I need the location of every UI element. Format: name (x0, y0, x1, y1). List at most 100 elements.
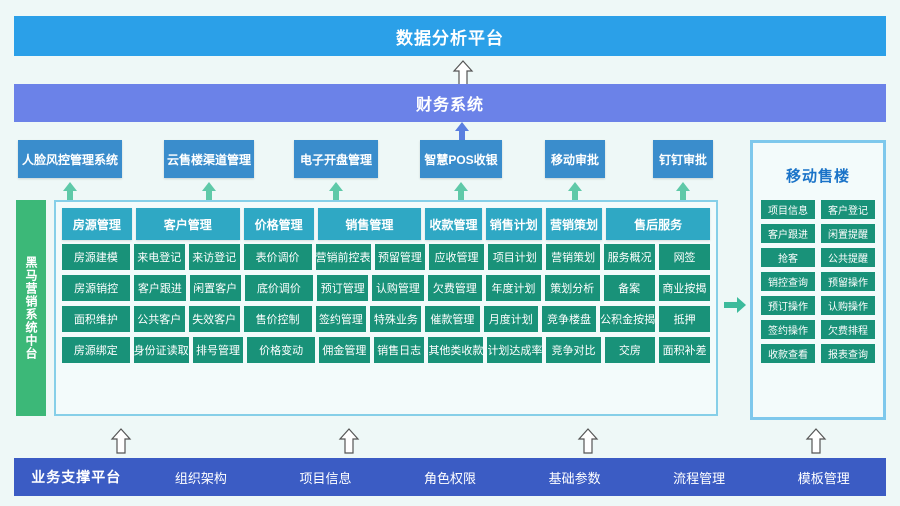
module-cell-0-3[interactable]: 表价调价 (243, 244, 312, 270)
module-cell-0-5[interactable]: 预留管理 (374, 244, 426, 270)
module-cell-2-1[interactable]: 公共客户 (133, 306, 185, 332)
module-cell-1-0[interactable]: 房源销控 (62, 275, 131, 301)
arrow-up-bottom-3-icon (805, 428, 827, 454)
module-cell-1-3[interactable]: 底价调价 (244, 275, 314, 301)
module-cell-0-7[interactable]: 项目计划 (487, 244, 542, 270)
system-box-1[interactable]: 云售楼渠道管理 (164, 140, 254, 178)
module-cell-1-9[interactable]: 备案 (603, 275, 655, 301)
mobile-feature-8[interactable]: 预订操作 (761, 296, 815, 315)
module-cell-label: 年度计划 (491, 283, 536, 295)
bottom-item-0[interactable]: 业务支撑平台 (31, 469, 122, 485)
module-cell-1-6[interactable]: 欠费管理 (427, 275, 483, 301)
module-cell-0-10[interactable]: 网签 (659, 244, 711, 270)
module-cell-1-1[interactable]: 客户跟进 (134, 275, 186, 301)
module-cell-2-4[interactable]: 签约管理 (315, 306, 367, 332)
system-box-2[interactable]: 电子开盘管理 (294, 140, 378, 178)
module-cell-label: 排号管理 (196, 345, 240, 357)
mobile-feature-label: 闲置提醒 (828, 230, 868, 241)
mobile-feature-10[interactable]: 签约操作 (761, 320, 815, 339)
module-cell-3-6[interactable]: 其他类收款 (428, 337, 484, 363)
module-cell-0-1[interactable]: 来电登记 (133, 244, 185, 270)
module-cell-2-5[interactable]: 特殊业务 (370, 306, 422, 332)
system-box-3[interactable]: 智慧POS收银 (420, 140, 502, 178)
module-cell-label: 价格变动 (259, 345, 304, 357)
module-cell-2-2[interactable]: 失效客户 (188, 306, 240, 332)
category-7[interactable]: 售后服务 (606, 208, 710, 240)
bottom-item-1[interactable]: 组织架构 (174, 470, 227, 486)
module-cell-1-8[interactable]: 策划分析 (544, 275, 600, 301)
system-box-5[interactable]: 钉钉审批 (653, 140, 713, 178)
category-label: 销售计划 (489, 217, 538, 232)
module-cell-3-8[interactable]: 竞争对比 (546, 337, 601, 363)
mobile-feature-label: 客户跟进 (768, 230, 808, 241)
module-cell-1-7[interactable]: 年度计划 (486, 275, 541, 301)
bottom-item-4[interactable]: 基础参数 (548, 470, 601, 486)
module-cell-2-7[interactable]: 月度计划 (483, 306, 538, 332)
module-cell-3-10[interactable]: 面积补差 (659, 337, 710, 363)
module-cell-3-4[interactable]: 佣金管理 (319, 337, 370, 363)
module-cell-label: 身份证读取 (133, 345, 189, 357)
mobile-feature-1[interactable]: 客户登记 (821, 200, 875, 219)
module-cell-2-8[interactable]: 竞争楼盘 (541, 306, 597, 332)
mobile-feature-4[interactable]: 抢客 (761, 248, 815, 267)
category-0[interactable]: 房源管理 (62, 208, 132, 240)
category-2[interactable]: 价格管理 (243, 208, 314, 240)
system-box-0[interactable]: 人脸风控管理系统 (18, 140, 122, 178)
module-cell-3-7[interactable]: 计划达成率 (487, 337, 543, 363)
system-box-4[interactable]: 移动审批 (545, 140, 605, 178)
module-cell-0-6[interactable]: 应收管理 (429, 244, 484, 270)
category-3[interactable]: 销售管理 (317, 208, 422, 240)
mobile-feature-11[interactable]: 欠费排程 (821, 320, 875, 339)
module-cell-1-4[interactable]: 预订管理 (317, 275, 369, 301)
module-grid: 房源建模来电登记来访登记表价调价营销前控表预留管理应收管理项目计划营销策划服务概… (62, 244, 711, 408)
module-cell-3-5[interactable]: 销售日志 (373, 337, 425, 363)
module-cell-2-6[interactable]: 催款管理 (425, 306, 480, 332)
mobile-feature-2[interactable]: 客户跟进 (761, 224, 815, 243)
module-cell-label: 佣金管理 (322, 345, 367, 357)
module-cell-3-1[interactable]: 身份证读取 (133, 337, 189, 363)
category-6[interactable]: 营销策划 (545, 208, 603, 240)
module-cell-1-10[interactable]: 商业按揭 (658, 275, 710, 301)
module-cell-label: 房源绑定 (73, 345, 118, 357)
module-cell-label: 客户跟进 (137, 283, 182, 295)
category-label: 房源管理 (72, 217, 121, 232)
bottom-item-5[interactable]: 流程管理 (673, 470, 726, 486)
module-cell-1-5[interactable]: 认购管理 (372, 275, 424, 301)
module-cell-2-10[interactable]: 抵押 (659, 306, 711, 332)
module-cell-3-9[interactable]: 交房 (604, 337, 656, 363)
mobile-feature-6[interactable]: 销控查询 (761, 272, 815, 291)
mobile-feature-label: 抢客 (778, 254, 798, 265)
category-1[interactable]: 客户管理 (135, 208, 240, 240)
arrow-right-to-mobile-icon (724, 296, 746, 314)
module-cell-label: 底价调价 (256, 283, 301, 295)
mobile-feature-5[interactable]: 公共提醒 (821, 248, 875, 267)
module-cell-1-2[interactable]: 闲置客户 (189, 275, 241, 301)
module-cell-0-9[interactable]: 服务概况 (604, 244, 656, 270)
module-cell-2-9[interactable]: 公积金按揭 (600, 306, 656, 332)
module-cell-0-4[interactable]: 营销前控表 (315, 244, 371, 270)
category-4[interactable]: 收款管理 (425, 208, 482, 240)
module-cell-0-8[interactable]: 营销策划 (545, 244, 601, 270)
mobile-feature-7[interactable]: 预留操作 (821, 272, 875, 291)
module-cell-label: 竞争对比 (551, 345, 596, 357)
mobile-feature-0[interactable]: 项目信息 (761, 200, 815, 219)
mobile-feature-3[interactable]: 闲置提醒 (821, 224, 875, 243)
module-cell-0-2[interactable]: 来访登记 (188, 244, 240, 270)
bottom-item-6[interactable]: 模板管理 (797, 470, 850, 486)
module-cell-3-0[interactable]: 房源绑定 (62, 337, 130, 363)
arrow-up-bottom-2-icon (577, 428, 599, 454)
module-cell-2-3[interactable]: 售价控制 (243, 306, 312, 332)
mobile-feature-label: 认购操作 (828, 302, 868, 313)
bottom-item-3[interactable]: 角色权限 (424, 470, 477, 486)
mobile-feature-12[interactable]: 收款查看 (761, 344, 815, 363)
module-cell-3-3[interactable]: 价格变动 (247, 337, 315, 363)
module-cell-0-0[interactable]: 房源建模 (62, 244, 130, 270)
module-cell-2-0[interactable]: 面积维护 (62, 306, 130, 332)
bottom-item-2[interactable]: 项目信息 (299, 470, 352, 486)
module-cell-3-2[interactable]: 排号管理 (192, 337, 244, 363)
category-5[interactable]: 销售计划 (485, 208, 542, 240)
mobile-feature-13[interactable]: 报表查询 (821, 344, 875, 363)
mobile-feature-9[interactable]: 认购操作 (821, 296, 875, 315)
system-box-label: 智慧POS收银 (424, 152, 498, 167)
mobile-feature-label: 公共提醒 (828, 254, 868, 265)
